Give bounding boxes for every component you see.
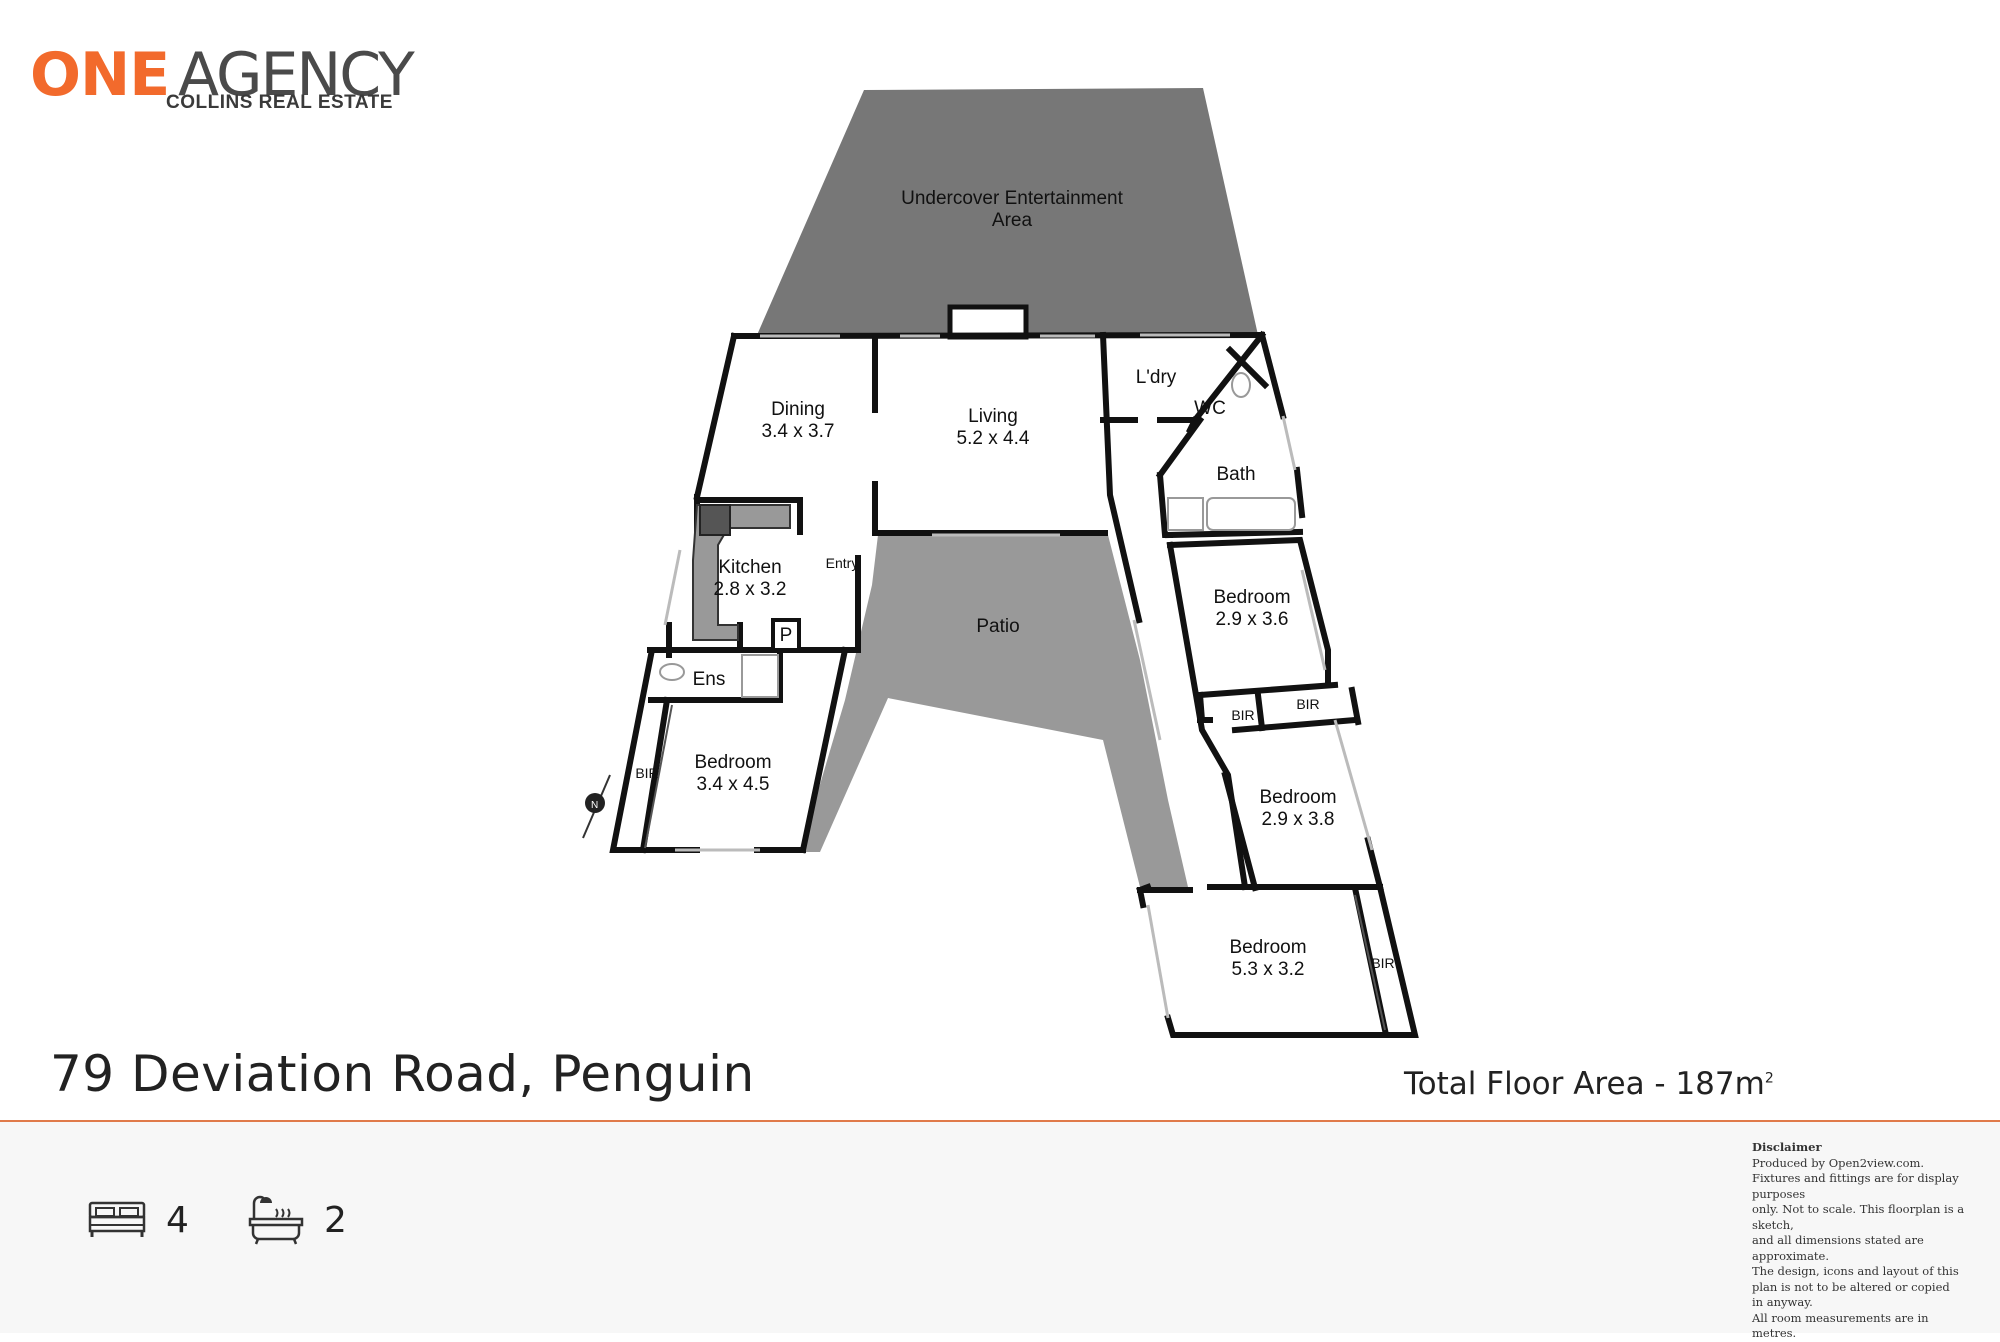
- compass-rose: N: [582, 774, 611, 839]
- label-living: Living: [968, 406, 1018, 427]
- label-entertainment-2: Area: [992, 210, 1033, 231]
- label-entry: Entry: [826, 555, 859, 571]
- pantry-box: [771, 618, 801, 652]
- shower-ensuite: [741, 654, 779, 698]
- label-dining-size: 3.4 x 3.7: [762, 421, 835, 442]
- label-entertainment: Undercover Entertainment: [901, 188, 1123, 209]
- label-bir2b: BIR: [1296, 696, 1319, 712]
- bedrooms-count: 4: [166, 1199, 189, 1241]
- agency-logo: ONE AGENCY COLLINS REAL ESTATE: [30, 40, 430, 120]
- logo-one: ONE: [30, 40, 170, 110]
- label-pantry: P: [780, 625, 793, 646]
- label-bedroom2: Bedroom: [1213, 587, 1290, 608]
- label-bir1: BIR: [635, 765, 658, 781]
- label-bedroom1-size: 3.4 x 4.5: [697, 774, 770, 795]
- disclaimer-line: plan is not to be altered or copied: [1752, 1279, 1950, 1294]
- entertainment-area: [757, 88, 1258, 335]
- label-living-size: 5.2 x 4.4: [957, 428, 1030, 449]
- label-kitchen-size: 2.8 x 3.2: [714, 579, 787, 600]
- bathrooms-count: 2: [324, 1199, 347, 1241]
- toilet-ensuite: [659, 663, 685, 681]
- label-kitchen: Kitchen: [718, 557, 781, 578]
- disclaimer-line: All room measurements are in: [1752, 1310, 1929, 1325]
- label-bedroom3-size: 2.9 x 3.8: [1262, 809, 1335, 830]
- label-bir4: BIR: [1371, 955, 1394, 971]
- disclaimer-line: Fixtures and fittings are for display pu…: [1752, 1171, 1959, 1201]
- total-floor-area: Total Floor Area - 187m2: [1404, 1066, 1774, 1102]
- disclaimer-line: and all dimensions stated are approximat…: [1752, 1233, 1924, 1263]
- fireplace: [947, 304, 1029, 340]
- bathtub: [1206, 497, 1296, 531]
- patio-area: [800, 535, 1188, 887]
- divider-line: [0, 1120, 2000, 1122]
- logo-subtitle: COLLINS REAL ESTATE: [166, 92, 393, 113]
- label-bedroom2-size: 2.9 x 3.6: [1216, 609, 1289, 630]
- total-area-superscript: 2: [1764, 1070, 1774, 1087]
- logo-agency: AGENCY: [178, 40, 415, 110]
- label-bir2a: BIR: [1231, 707, 1254, 723]
- vanity: [1167, 497, 1204, 531]
- label-ensuite: Ens: [693, 669, 726, 690]
- disclaimer-line: Produced by Open2view.com.: [1752, 1155, 1925, 1170]
- label-bath: Bath: [1216, 464, 1255, 485]
- walls: [609, 330, 1419, 1038]
- bed-icon: [88, 1201, 146, 1237]
- bathtub-icon: [248, 1195, 304, 1245]
- bathrooms-stat: 2: [248, 1190, 347, 1250]
- bedrooms-stat: 4: [88, 1190, 189, 1250]
- compass-n: N: [591, 800, 598, 811]
- cooktop: [699, 504, 731, 536]
- label-bedroom3: Bedroom: [1259, 787, 1336, 808]
- toilet-wc: [1231, 372, 1251, 398]
- footer-panel: [0, 1122, 2000, 1333]
- disclaimer-line: The design, icons and layout of this: [1752, 1264, 1959, 1278]
- disclaimer: Disclaimer Produced by Open2view.com. Fi…: [1752, 1140, 1992, 1342]
- disclaimer-line: only. Not to scale. This floorplan is a …: [1752, 1202, 1965, 1232]
- label-patio: Patio: [976, 616, 1019, 637]
- disclaimer-title: Disclaimer: [1752, 1140, 1822, 1154]
- total-area-text: Total Floor Area - 187m: [1404, 1066, 1765, 1102]
- label-wc: WC: [1194, 398, 1226, 419]
- bir-partitions: [644, 704, 1386, 1031]
- label-laundry: L'dry: [1136, 367, 1177, 388]
- kitchen-bench: [692, 504, 791, 641]
- windows: [663, 333, 1374, 1019]
- disclaimer-line: metres.: [1752, 1326, 1797, 1340]
- property-address: 79 Deviation Road, Penguin: [50, 1045, 755, 1103]
- disclaimer-line: in anyway.: [1752, 1295, 1813, 1309]
- label-bedroom4: Bedroom: [1229, 937, 1306, 958]
- label-bedroom4-size: 5.3 x 3.2: [1232, 959, 1305, 980]
- label-bedroom1: Bedroom: [694, 752, 771, 773]
- label-dining: Dining: [771, 399, 825, 420]
